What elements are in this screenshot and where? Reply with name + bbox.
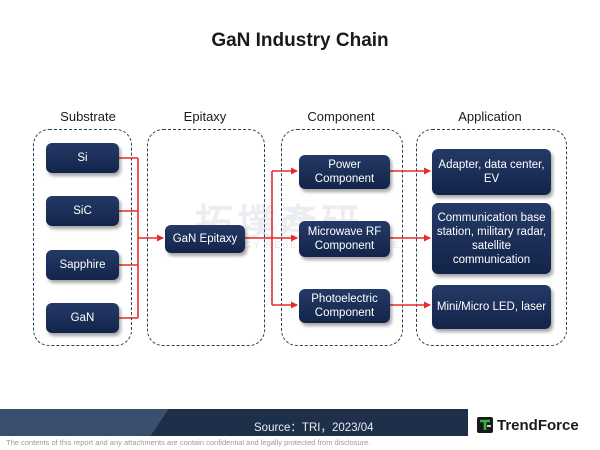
application-photo-box: Mini/Micro LED, laser <box>432 285 551 329</box>
trendforce-mark-icon <box>477 417 493 433</box>
application-power-box: Adapter, data center, EV <box>432 149 551 195</box>
component-photo-box: Photoelectric Component <box>299 289 390 323</box>
watermark-subtitle: TOPOLOGY RESEARCH INSTITUTE <box>195 240 401 250</box>
page-title: GaN Industry Chain <box>211 30 389 51</box>
substrate-sic-box: SiC <box>46 196 119 226</box>
substrate-si-box: Si <box>46 143 119 173</box>
substrate-sapphire-box: Sapphire <box>46 250 119 280</box>
component-power-box: Power Component <box>299 155 390 189</box>
column-header-component: Component <box>307 109 375 124</box>
column-header-substrate: Substrate <box>60 109 116 124</box>
brand-logo: TrendForce <box>476 416 579 434</box>
column-header-epitaxy: Epitaxy <box>183 109 227 124</box>
epitaxy-box: GaN Epitaxy <box>165 225 245 253</box>
component-rf-box: Microwave RF Component <box>299 221 390 257</box>
source-caption: Source：TRI，2023/04 <box>254 422 374 434</box>
application-rf-box: Communication base station, military rad… <box>432 203 551 274</box>
brand-name: TrendForce <box>497 416 579 434</box>
disclaimer-text: The contents of this report and any atta… <box>6 438 371 447</box>
substrate-gan-box: GaN <box>46 303 119 333</box>
column-header-application: Application <box>458 109 522 124</box>
substrate-panel <box>33 129 132 346</box>
footer-bar <box>0 409 468 436</box>
